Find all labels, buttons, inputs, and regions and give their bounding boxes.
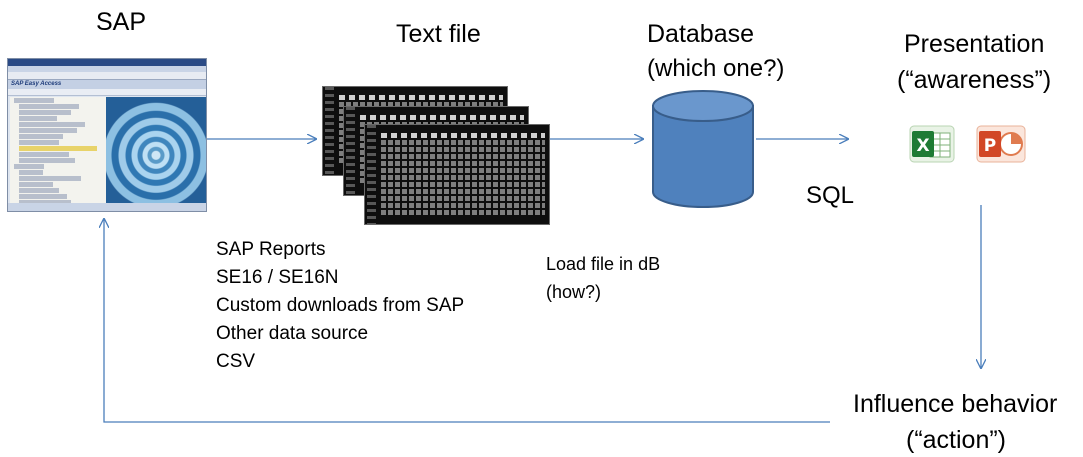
database-title: Database — [647, 20, 755, 48]
data-source-list: SAP Reports SE16 / SE16N Custom download… — [216, 236, 464, 376]
source-line: SAP Reports — [216, 239, 326, 260]
source-line: Custom downloads from SAP — [216, 295, 465, 316]
svg-text:P: P — [984, 136, 996, 156]
powerpoint-icon: P — [976, 125, 1026, 163]
source-line: Other data source — [216, 323, 369, 344]
influence-subtitle: (“action”) — [906, 426, 1007, 454]
sql-label: SQL — [806, 182, 855, 209]
database-cylinder-icon — [652, 90, 754, 208]
load-note-line: Load file in dB — [546, 254, 661, 274]
svg-text:X: X — [916, 136, 929, 156]
database-subtitle: (which one?) — [647, 55, 785, 82]
sap-title: SAP — [96, 8, 147, 36]
influence-title: Influence behavior — [853, 390, 1058, 418]
textfile-title: Text file — [396, 20, 481, 48]
sap-screenshot-header: SAP Easy Access — [8, 80, 206, 89]
presentation-subtitle: (“awareness”) — [897, 66, 1052, 94]
source-line: CSV — [216, 351, 256, 372]
presentation-title: Presentation — [904, 30, 1045, 58]
load-file-note: Load file in dB (how?) — [546, 250, 660, 306]
source-line: SE16 / SE16N — [216, 267, 339, 288]
arrow-influence-back-to-sap — [104, 219, 830, 423]
excel-icon: X — [909, 125, 955, 163]
load-note-line: (how?) — [546, 282, 602, 302]
sap-easy-access-screenshot: SAP Easy Access — [7, 58, 207, 212]
